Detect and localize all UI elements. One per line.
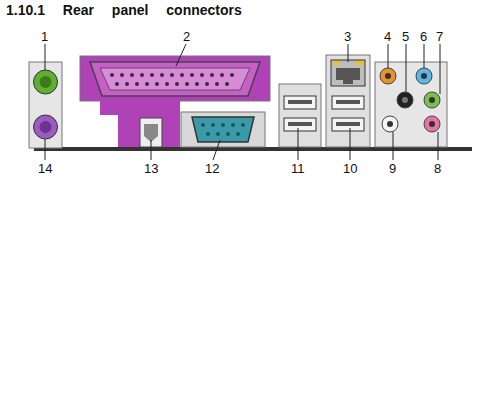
- leader-lines: [45, 44, 440, 160]
- purple-bracket-lower: [118, 100, 180, 147]
- usb-tongue: [336, 122, 360, 126]
- optical-opening: [144, 124, 158, 142]
- audio-jack-black: [397, 92, 413, 108]
- callout-number: 9: [389, 162, 396, 176]
- usb-port: [284, 118, 316, 131]
- purple-bracket-tab: [100, 100, 118, 115]
- audio-jack-pink: [424, 116, 440, 132]
- parallel-pins: [110, 73, 234, 86]
- callout-number: 7: [436, 30, 443, 44]
- ps2-keyboard-port: [34, 115, 58, 139]
- callout-number: 1: [41, 30, 48, 44]
- audio-jack-blue: [416, 68, 432, 84]
- usb-tongue: [288, 122, 312, 126]
- usb-tongue: [288, 100, 312, 104]
- usb-plate: [279, 84, 321, 147]
- callout-number: 3: [344, 30, 351, 44]
- usb-port: [332, 96, 364, 109]
- audio-jack-green: [424, 92, 440, 108]
- callout-number: 11: [291, 162, 305, 176]
- ps2-plate: [29, 62, 62, 148]
- ps2-mouse-port: [34, 70, 58, 94]
- section-heading: 1.10.1 Rear panel connectors: [6, 2, 242, 18]
- ps2-mouse-hole: [40, 76, 52, 88]
- serial-plate: [181, 112, 265, 147]
- parallel-bracket: [80, 56, 270, 101]
- usb-port: [284, 96, 316, 109]
- callout-number: 13: [144, 162, 158, 176]
- audio-jack-grey: [382, 116, 398, 132]
- rj45-port: [331, 60, 365, 86]
- lan-usb-plate: [326, 55, 370, 147]
- callout-number: 14: [38, 162, 52, 176]
- parallel-port: [90, 62, 260, 96]
- audio-plate: [375, 62, 447, 147]
- callout-number: 6: [420, 30, 427, 44]
- ps2-keyboard-hole: [40, 121, 52, 133]
- usb-port: [332, 118, 364, 131]
- callout-number: 5: [402, 30, 409, 44]
- serial-pins: [201, 123, 245, 136]
- panel-base: [34, 147, 472, 151]
- serial-port: [192, 117, 254, 142]
- callout-number: 12: [205, 162, 219, 176]
- callout-number: 10: [343, 162, 357, 176]
- parallel-port-inner: [100, 68, 250, 90]
- usb-tongue: [336, 100, 360, 104]
- callout-number: 8: [434, 162, 441, 176]
- lan-led: [333, 61, 340, 65]
- rj45-opening: [336, 68, 360, 84]
- lan-led: [356, 61, 363, 65]
- audio-jack-orange: [380, 68, 396, 84]
- callout-number: 2: [183, 30, 190, 44]
- callout-number: 4: [384, 30, 391, 44]
